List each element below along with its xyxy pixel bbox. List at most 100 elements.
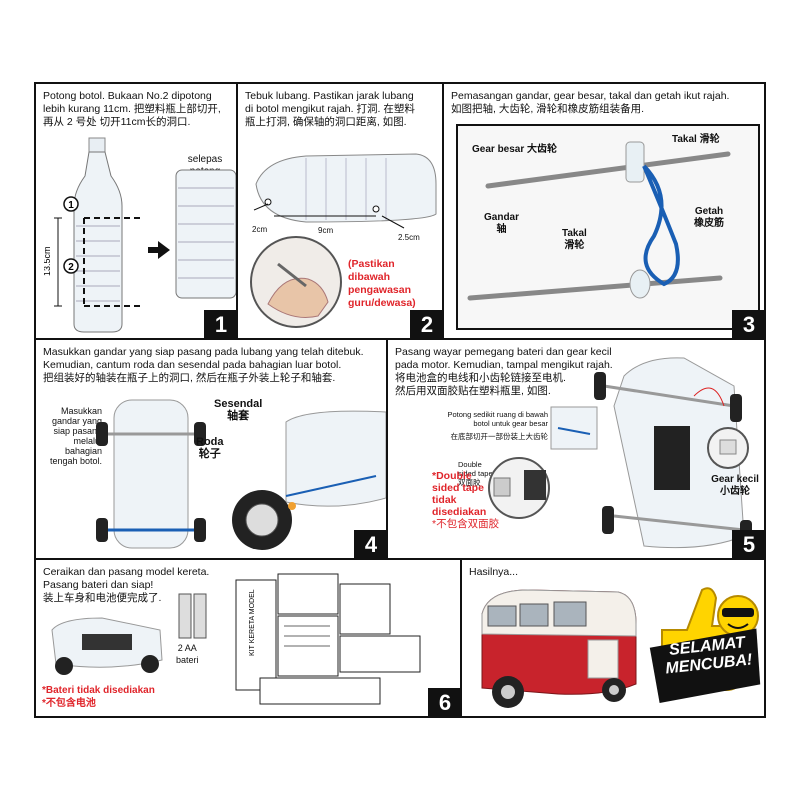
callout-line-3: siap pasang <box>53 426 102 436</box>
step-5-line-2: pada motor. Kemudian, tampal mengikut ra… <box>395 359 613 371</box>
gear-besar-label: Gear besar 大齿轮 <box>472 144 558 155</box>
dim-9cm-label: 9cm <box>318 226 334 235</box>
bottle-holes-illustration <box>253 153 437 229</box>
height-dimension: 13.5cm <box>44 246 52 276</box>
step-4-line-1: Masukkan gandar yang siap pasang pada lu… <box>43 346 364 358</box>
step-6-instructions: Ceraikan dan pasang model kereta. Pasang… <box>43 566 243 605</box>
callout-line-6: tengah botol. <box>49 456 102 466</box>
step-2-line-3: 瓶上打洞, 确保轴的洞口距离, 如图. <box>245 116 407 128</box>
step-number: 2 <box>410 310 442 338</box>
dim-2cm-label: 2cm <box>252 225 268 234</box>
step-1-panel: Potong botol. Bukaan No.2 dipotong lebih… <box>34 82 238 340</box>
warning-line-2: dibawah <box>348 271 391 283</box>
battery-note-text: *Bateri tidak disediakan <box>42 685 155 696</box>
cut-space-callout: Potong sedikit ruang di bawah botol untu… <box>428 410 549 441</box>
marker-2-label: 2 <box>68 262 74 273</box>
axle-assembly-photo: Gear besar 大齿轮 Takal 滑轮 Gandar 轴 Takal 滑… <box>456 124 760 330</box>
gear-kecil-label: Gear kecil 小齿轮 <box>706 474 764 498</box>
not-provided-line-4: disediakan <box>432 506 487 518</box>
battery-count-label: 2 AA bateri <box>176 642 199 666</box>
takal-mid-label: Takal 滑轮 <box>562 228 587 252</box>
gandar-cn-text: 轴 <box>496 224 507 235</box>
step-1-instructions: Potong botol. Bukaan No.2 dipotong lebih… <box>43 90 236 129</box>
battery-not-provided-note: *Bateri tidak disediakan *不包含电池 <box>42 684 242 710</box>
step-6-line-3: 装上车身和电池便完成了. <box>43 592 162 604</box>
step-6-line-1: Ceraikan dan pasang model kereta. <box>43 566 210 578</box>
step-number: 6 <box>428 688 460 716</box>
not-provided-line-2: sided tape <box>432 482 484 494</box>
kit-text: KIT KERETA MODEL <box>249 589 256 656</box>
takal-mid-text: Takal <box>562 228 587 239</box>
aa-batteries-illustration <box>178 593 207 639</box>
assembled-chassis-illustration <box>594 357 752 549</box>
gear-kecil-cn-text: 小齿轮 <box>720 486 750 497</box>
step-2-line-1: Tebuk lubang. Pastikan jarak lubang <box>245 90 414 102</box>
getah-text: Getah <box>694 206 724 217</box>
step-2-panel: Tebuk lubang. Pastikan jarak lubang di b… <box>236 82 444 340</box>
getah-cn-text: 橡皮筋 <box>694 218 724 229</box>
takal-top-label: Takal 滑轮 <box>672 134 720 145</box>
callout-line-5: bahagian <box>64 446 102 456</box>
step-2-instructions: Tebuk lubang. Pastikan jarak lubang di b… <box>245 90 442 129</box>
roda-cn-text: 轮子 <box>198 448 221 460</box>
roda-label: Roda 轮子 <box>196 436 224 460</box>
sesendal-label: Sesendal 轴套 <box>214 398 262 422</box>
instruction-sheet: Potong botol. Bukaan No.2 dipotong lebih… <box>34 82 766 718</box>
step-number: 5 <box>732 530 764 558</box>
small-gear-zoom-illustration <box>707 427 749 469</box>
cut-detail-illustration <box>550 406 598 450</box>
arrow-right-icon <box>148 241 170 259</box>
step-5-panel: Pasang wayar pemegang bateri dan gear ke… <box>386 338 766 560</box>
step-1-line-2: lebih kurang 11cm. 把塑料瓶上部切开, <box>43 103 221 115</box>
dim-2-5cm-label: 2.5cm <box>398 233 420 242</box>
thumbs-up-smiley-icon <box>649 587 761 704</box>
battery-line-2: bateri <box>176 655 199 665</box>
cut-note-line-1: Potong sedikit ruang di bawah <box>447 410 549 419</box>
step-5-line-1: Pasang wayar pemegang bateri dan gear ke… <box>395 346 612 358</box>
battery-note-cn: *不包含电池 <box>42 698 96 709</box>
cut-bottle-illustration <box>175 169 236 299</box>
step-3-line-1: Pemasangan gandar, gear besar, takal dan… <box>451 90 730 102</box>
step-5-line-4: 然后用双面胶贴在塑料瓶里, 如图. <box>395 385 551 397</box>
cut-note-line-2: botol untuk gear besar <box>473 419 548 428</box>
step-4-line-3: 把组装好的轴装在瓶子上的洞口, 然后在瓶子外装上轮子和轴套. <box>43 372 336 384</box>
getah-label: Getah 橡皮筋 <box>694 206 724 230</box>
tape-not-provided-note: *Double sided tape tidak disediakan *不包含… <box>432 470 512 530</box>
step-number: 1 <box>204 310 236 338</box>
wheel-bottle-illustration <box>232 410 386 550</box>
step-6-line-2: Pasang bateri dan siap! <box>43 579 154 591</box>
hand-drilling-illustration <box>250 236 342 328</box>
step-2-line-2: di botol mengikut rajah. 打洞. 在塑料 <box>245 103 415 115</box>
axle-assembly-illustration <box>467 141 731 301</box>
sesendal-text: Sesendal <box>214 398 263 410</box>
gandar-label: Gandar 轴 <box>484 212 519 236</box>
double-sided-tape-label: Double sided tape 双面胶 <box>458 460 506 487</box>
final-chassis-illustration <box>51 617 163 675</box>
tape-line-2: sided tape <box>458 469 493 478</box>
step-5-line-3: 将电池盒的电线和小齿轮链接至电机. <box>395 372 566 384</box>
result-panel: Hasilnya... SELAMAT MENCUBA! <box>460 558 766 718</box>
insert-axle-callout: Masukkan gandar yang siap pasang melalui… <box>40 406 102 466</box>
roda-text: Roda <box>196 436 224 448</box>
step-1-line-1: Potong botol. Bukaan No.2 dipotong <box>43 90 212 102</box>
step-4-line-2: Kemudian, cantum roda dan sesendal pada … <box>43 359 342 371</box>
step-number: 4 <box>354 530 386 558</box>
callout-line-2: gandar yang <box>51 416 102 426</box>
not-provided-line-1: *Double <box>432 470 472 482</box>
step-3-panel: Pemasangan gandar, gear besar, takal dan… <box>442 82 766 340</box>
sesendal-cn-text: 轴套 <box>227 410 250 422</box>
warning-line-3: pengawasan <box>348 284 412 296</box>
step-4-instructions: Masukkan gandar yang siap pasang pada lu… <box>43 346 386 385</box>
red-bus-model-illustration <box>481 589 637 708</box>
papercraft-template-illustration: KIT KERETA MODEL <box>235 573 421 705</box>
not-provided-line-3: tidak <box>432 494 457 506</box>
tape-cn: 双面胶 <box>458 478 481 487</box>
gear-kecil-text: Gear kecil <box>711 474 759 485</box>
cut-note-cn: 在底部切开一部份装上大齿轮 <box>450 432 549 441</box>
step-6-panel: Ceraikan dan pasang model kereta. Pasang… <box>34 558 462 718</box>
step-5-instructions: Pasang wayar pemegang bateri dan gear ke… <box>395 346 635 398</box>
takal-mid-cn-text: 滑轮 <box>564 240 585 251</box>
step-3-instructions: Pemasangan gandar, gear besar, takal dan… <box>451 90 763 116</box>
bottle-illustration: 1 2 13.5cm <box>44 137 140 333</box>
marker-1-label: 1 <box>68 200 74 211</box>
